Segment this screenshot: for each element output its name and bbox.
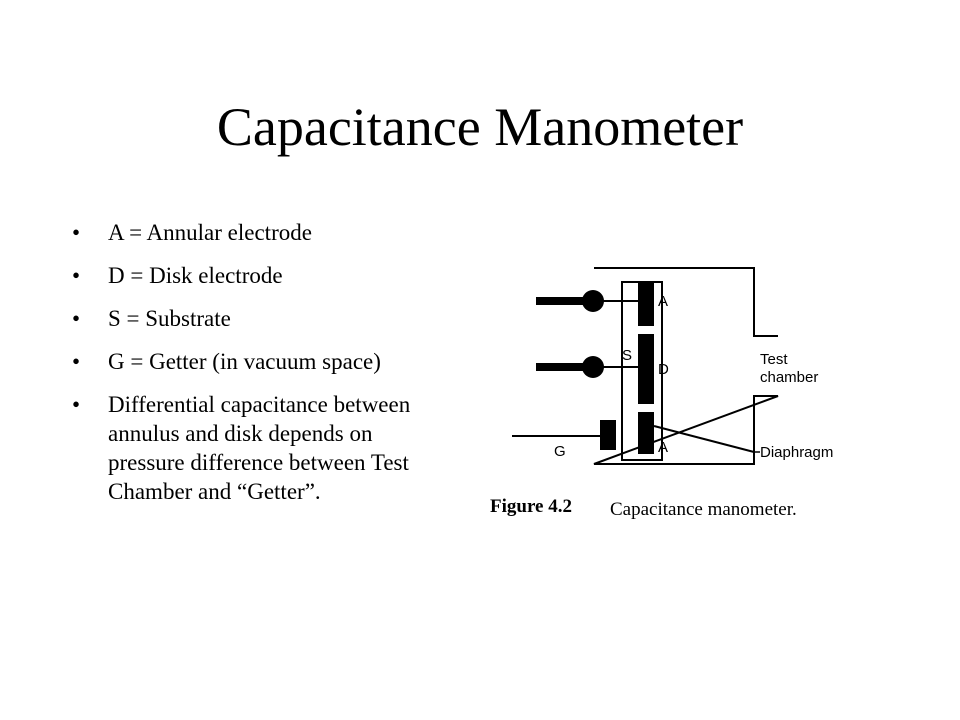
manometer-diagram: A S D A G Test chamber Diaphragm Figure … [490, 267, 833, 520]
slide-title: Capacitance Manometer [216, 97, 744, 157]
label-annular-bottom: A [658, 439, 668, 456]
getter-block [600, 420, 616, 450]
housing-outline [593, 267, 779, 465]
manometer-figure: A S D A G Test chamber Diaphragm Figure … [490, 256, 878, 536]
bullet-item: • A = Annular electrode [72, 218, 452, 247]
annular-electrode-bottom [638, 412, 654, 454]
figure-caption-number: Figure 4.2 [490, 496, 572, 517]
bullet-icon: • [72, 220, 81, 245]
bullet-text: Differential capacitance between annulus… [108, 392, 411, 504]
disk-electrode [638, 334, 654, 404]
label-chamber: chamber [760, 369, 818, 386]
diaphragm-line [653, 425, 755, 453]
label-test: Test [760, 351, 788, 368]
figure-caption-text: Capacitance manometer. [610, 499, 797, 520]
bullet-text: S = Substrate [108, 306, 231, 331]
bullet-item: • G = Getter (in vacuum space) [72, 347, 452, 376]
label-getter: G [554, 443, 566, 460]
annular-electrode-top [638, 282, 654, 326]
bullet-item: • S = Substrate [72, 304, 452, 333]
bullet-icon: • [72, 306, 81, 331]
lead-wire-middle [536, 363, 592, 371]
label-substrate: S [622, 347, 632, 364]
label-annular-top: A [658, 293, 668, 310]
label-diaphragm: Diaphragm [760, 444, 833, 461]
label-disk: D [658, 361, 669, 378]
bullet-icon: • [72, 263, 81, 288]
bullet-item: • Differential capacitance between annul… [72, 390, 452, 506]
lead-wire-top [536, 297, 592, 305]
bullet-text: G = Getter (in vacuum space) [108, 349, 381, 374]
bullet-text: D = Disk electrode [108, 263, 283, 288]
bullet-text: A = Annular electrode [108, 220, 312, 245]
bullet-list: • A = Annular electrode • D = Disk elect… [72, 218, 452, 520]
bullet-item: • D = Disk electrode [72, 261, 452, 290]
bullet-icon: • [72, 349, 81, 374]
bullet-icon: • [72, 392, 81, 417]
